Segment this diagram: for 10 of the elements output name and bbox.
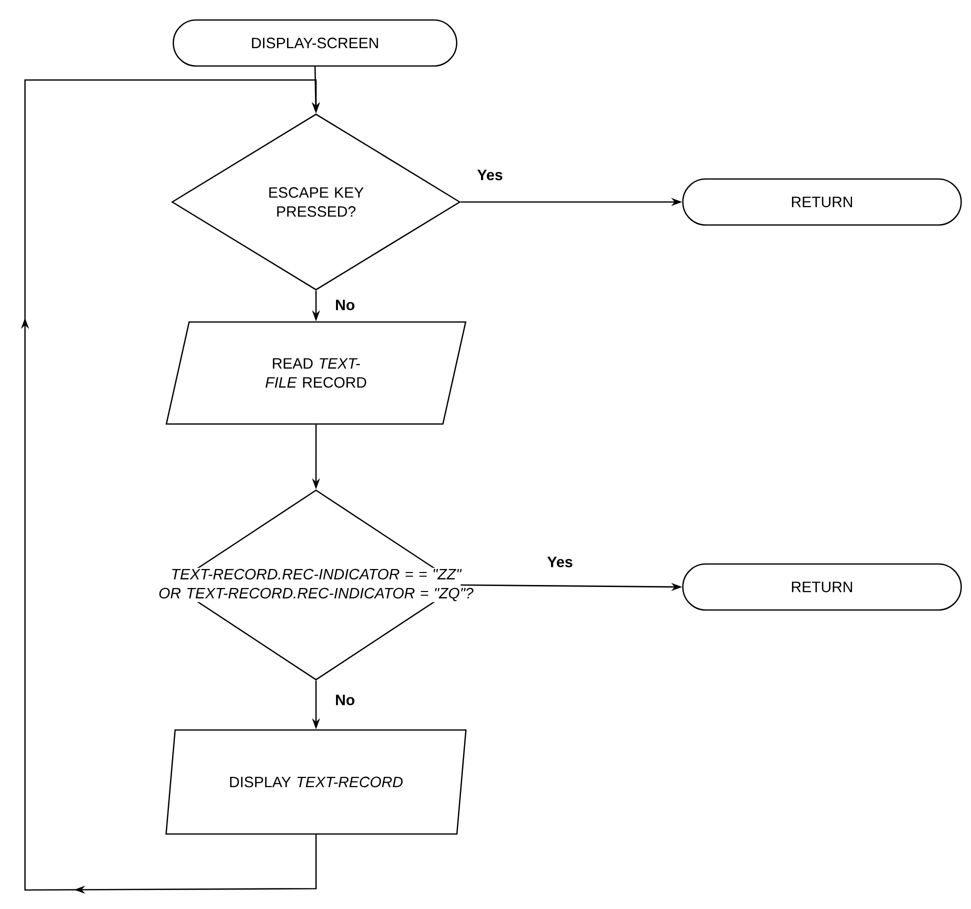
terminal-box: DISPLAY-SCREEN: [172, 19, 458, 67]
terminal-box: RETURN: [682, 178, 962, 226]
input-output-box: READ TEXT-FILE RECORD: [166, 321, 466, 425]
edge-label: Yes: [477, 170, 502, 180]
edge-label: No: [336, 694, 354, 706]
edge-label: Yes: [547, 556, 572, 568]
input-output-box: DISPLAY TEXT-RECORD: [165, 729, 467, 835]
edge-label: No: [336, 300, 354, 310]
terminal-box: RETURN: [682, 563, 962, 611]
arrow: [20, 79, 320, 894]
